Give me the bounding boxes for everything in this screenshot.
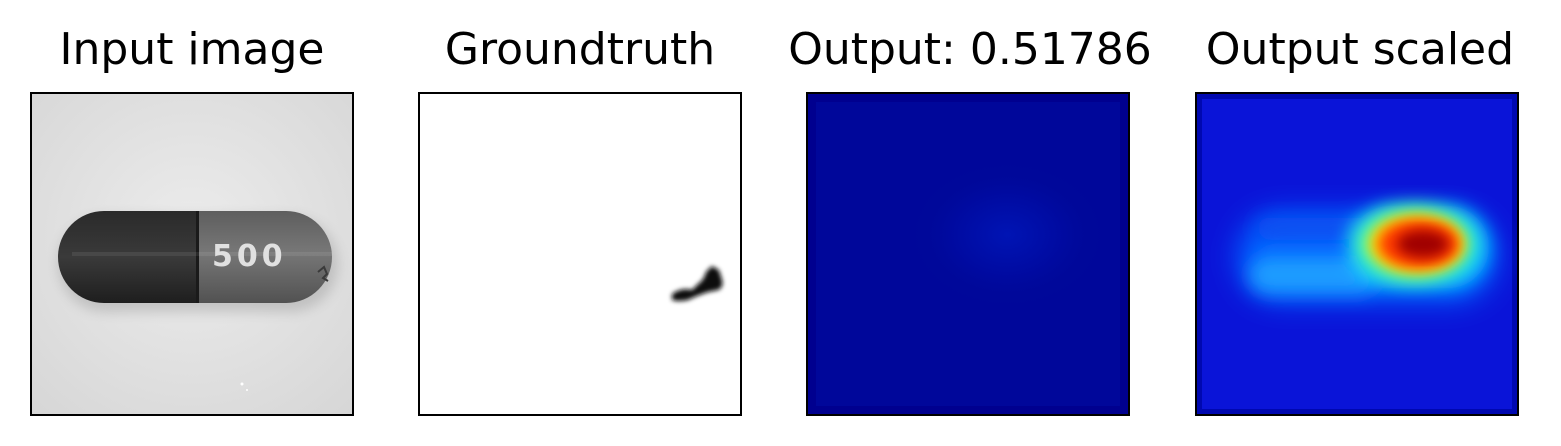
panel-title-groundtruth: Groundtruth <box>444 24 716 75</box>
groundtruth-frame <box>418 92 742 416</box>
panel-title-input-image: Input image <box>59 24 325 75</box>
output-heatmap <box>808 94 1128 414</box>
output-scaled-heatmap <box>1197 94 1517 414</box>
output-heatmap-frame <box>806 92 1130 416</box>
input-image: 500 <box>32 94 352 414</box>
output-scaled-heatmap-frame <box>1195 92 1519 416</box>
input-image-frame: 500 <box>30 92 354 416</box>
panel-title-output: Output: 0.51786 <box>788 24 1152 75</box>
groundtruth-mask <box>420 94 740 414</box>
capsule-imprint: 500 <box>212 239 287 274</box>
panel-title-output-scaled: Output scaled <box>1205 24 1515 75</box>
